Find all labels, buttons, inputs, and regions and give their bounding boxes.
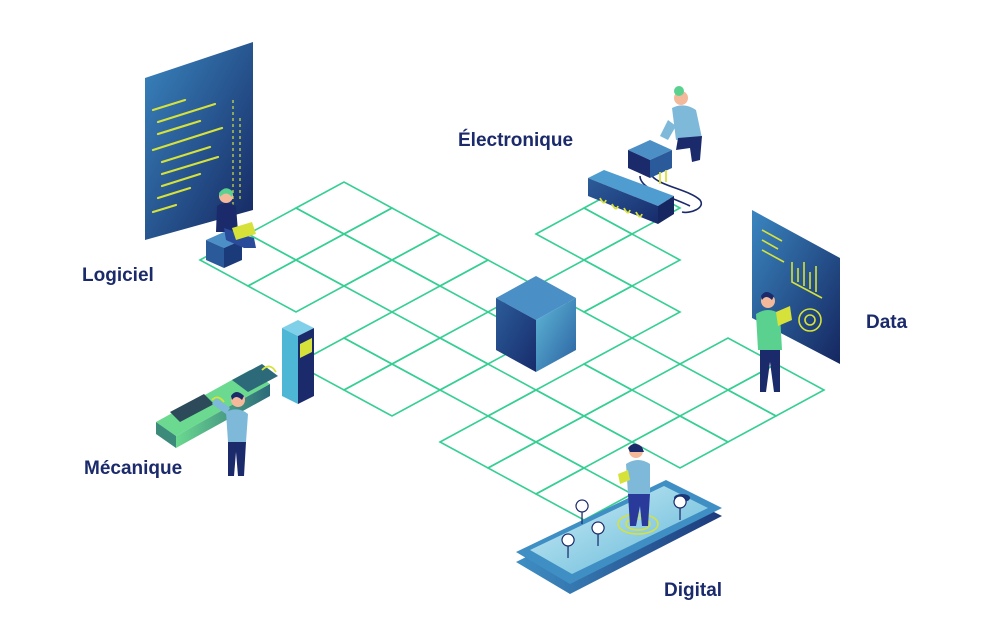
location-pin-icon: [575, 499, 589, 525]
grid-tile: [534, 207, 634, 261]
grid-tile: [294, 233, 394, 287]
grid-tile: [342, 311, 442, 365]
grid-tile: [582, 233, 682, 287]
label-data: Data: [866, 312, 908, 333]
grid-tile: [294, 181, 394, 235]
label-electronique: Électronique: [458, 129, 573, 151]
grid-tile: [582, 337, 682, 391]
grid-tile: [534, 363, 634, 417]
data-scene: [752, 210, 840, 392]
grid-tile: [246, 207, 346, 261]
label-mecanique: Mécanique: [84, 458, 182, 479]
tablet: [776, 306, 792, 326]
laptop: [232, 222, 256, 240]
isometric-grid: [198, 181, 826, 521]
grid-tile: [246, 259, 346, 313]
grid-tile: [486, 389, 586, 443]
location-pin-icon: [673, 495, 687, 521]
logiciel-scene: [145, 42, 256, 268]
phone-screen: [530, 486, 708, 574]
grid-tile: [438, 363, 538, 417]
grid-tile: [390, 233, 490, 287]
grid-tile: [534, 415, 634, 469]
label-digital: Digital: [664, 580, 722, 601]
grid-tile: [486, 441, 586, 495]
location-pin-icon: [591, 521, 605, 547]
grid-tile: [438, 415, 538, 469]
phone-in-hand: [618, 470, 630, 484]
central-cube: [496, 276, 576, 372]
grid-tile: [390, 337, 490, 391]
grid-tile: [342, 363, 442, 417]
digital-scene: [516, 443, 722, 594]
electronique-scene: [588, 86, 703, 224]
grid-tile: [582, 285, 682, 339]
grid-tile: [582, 389, 682, 443]
label-logiciel: Logiciel: [82, 265, 154, 286]
grid-tile: [342, 207, 442, 261]
grid-tile: [678, 389, 778, 443]
grid-tile: [342, 259, 442, 313]
code-lines: [151, 98, 224, 214]
mecanique-scene: [156, 320, 314, 476]
grid-tile: [630, 415, 730, 469]
location-pin-icon: [561, 533, 575, 559]
